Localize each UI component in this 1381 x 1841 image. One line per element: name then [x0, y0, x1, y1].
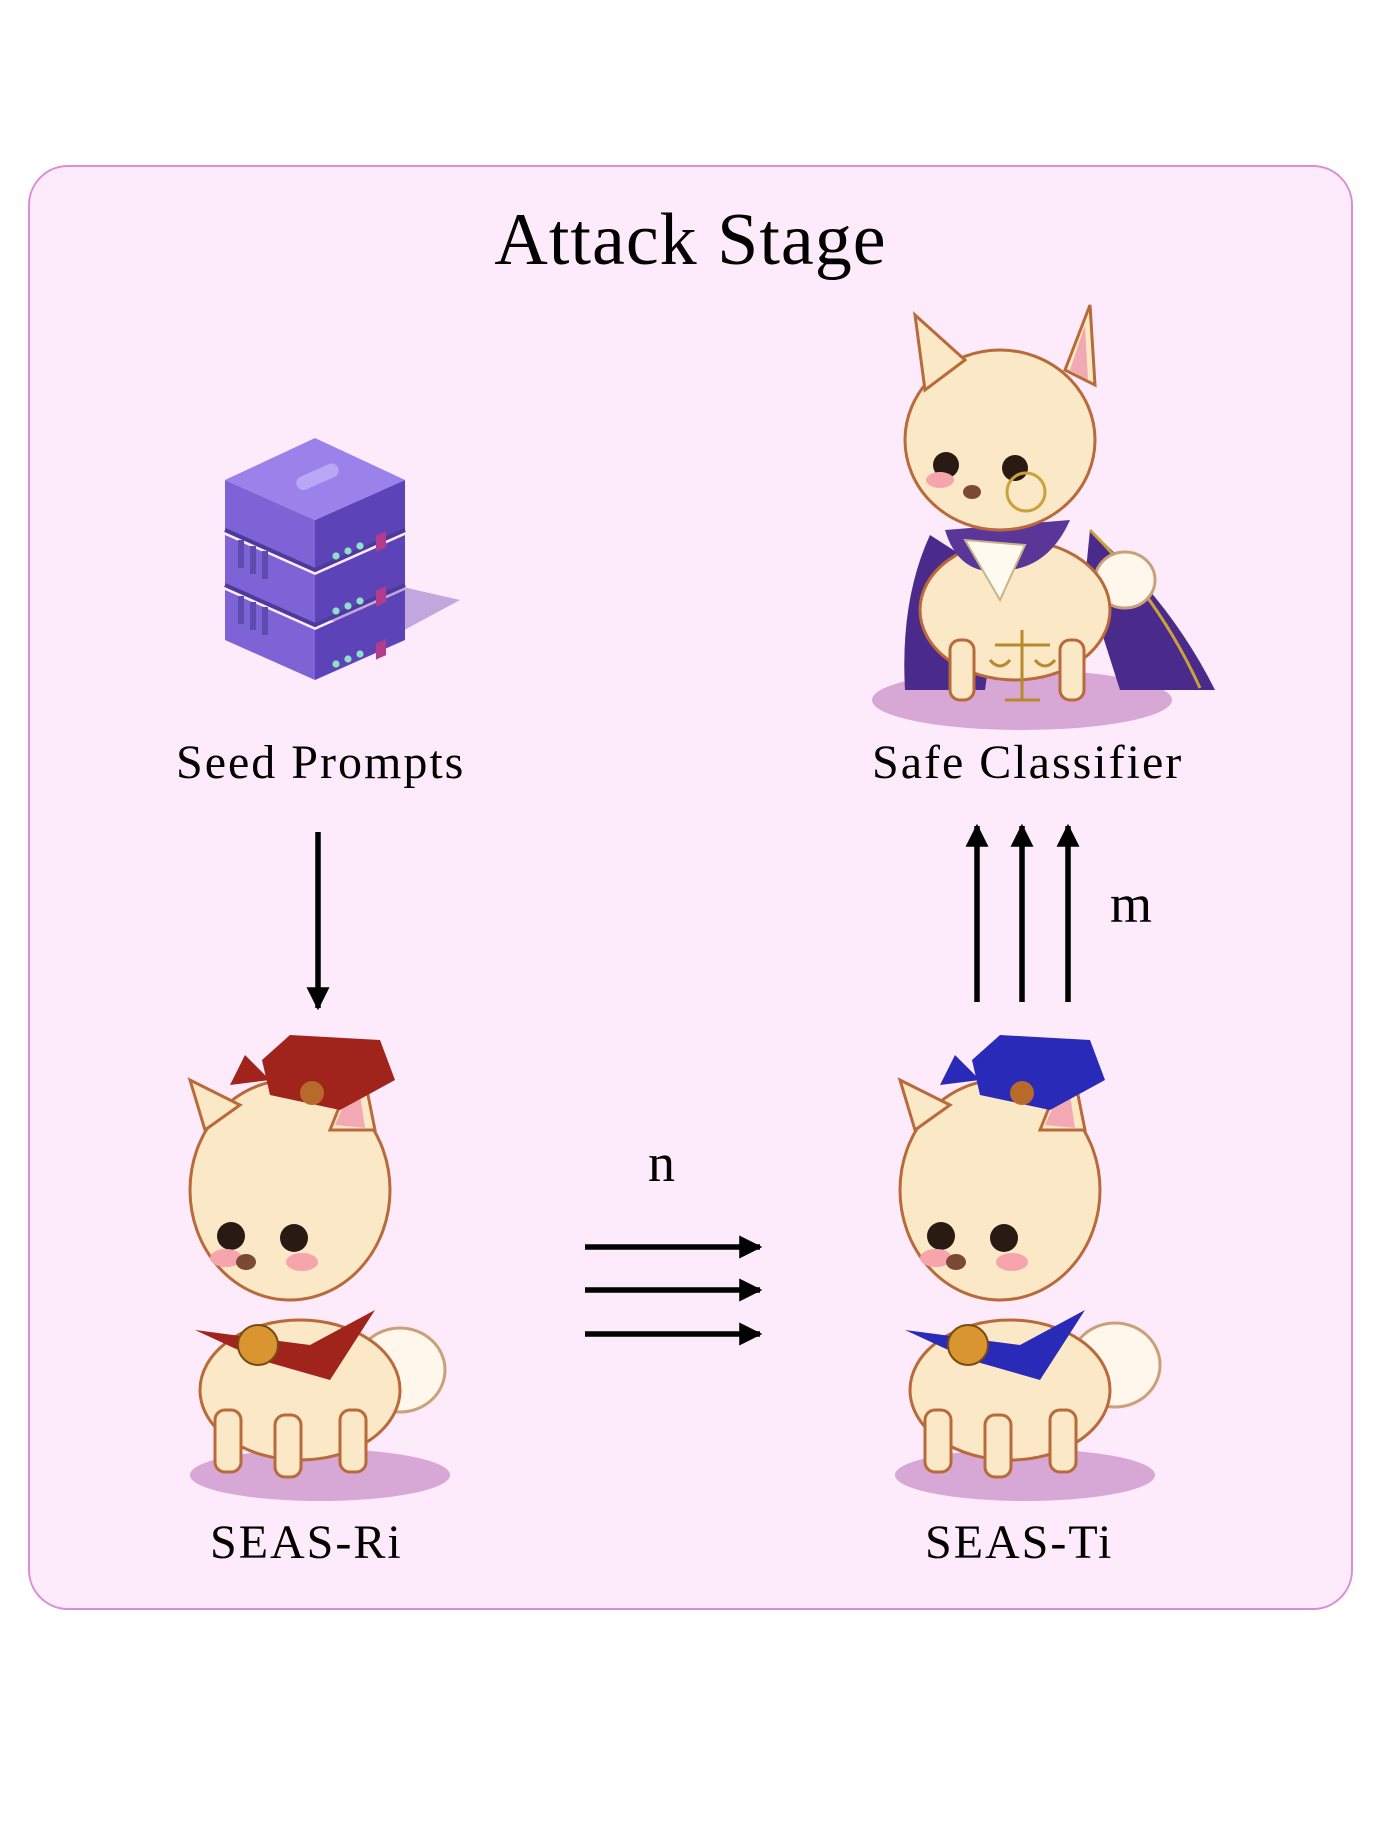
node-label-seas-ri: SEAS-Ri	[210, 1516, 403, 1569]
alpaca-red-icon	[187, 1035, 450, 1501]
alpaca-blue-icon	[895, 1035, 1162, 1501]
edge-label-m: m	[1110, 874, 1153, 934]
alpaca-judge-icon	[872, 304, 1215, 730]
diagram-title: Attack Stage	[494, 199, 887, 281]
arrows-red-to-target	[585, 1235, 763, 1346]
edge-label-n: n	[648, 1133, 675, 1193]
database-server-icon	[224, 438, 460, 680]
scales-icon	[988, 630, 1057, 702]
node-label-seed-prompts: Seed Prompts	[176, 736, 466, 789]
node-label-safe-classifier: Safe Classifier	[872, 736, 1184, 789]
arrows-target-to-classifier	[965, 823, 1080, 1002]
node-label-seas-ti: SEAS-Ti	[925, 1516, 1114, 1569]
